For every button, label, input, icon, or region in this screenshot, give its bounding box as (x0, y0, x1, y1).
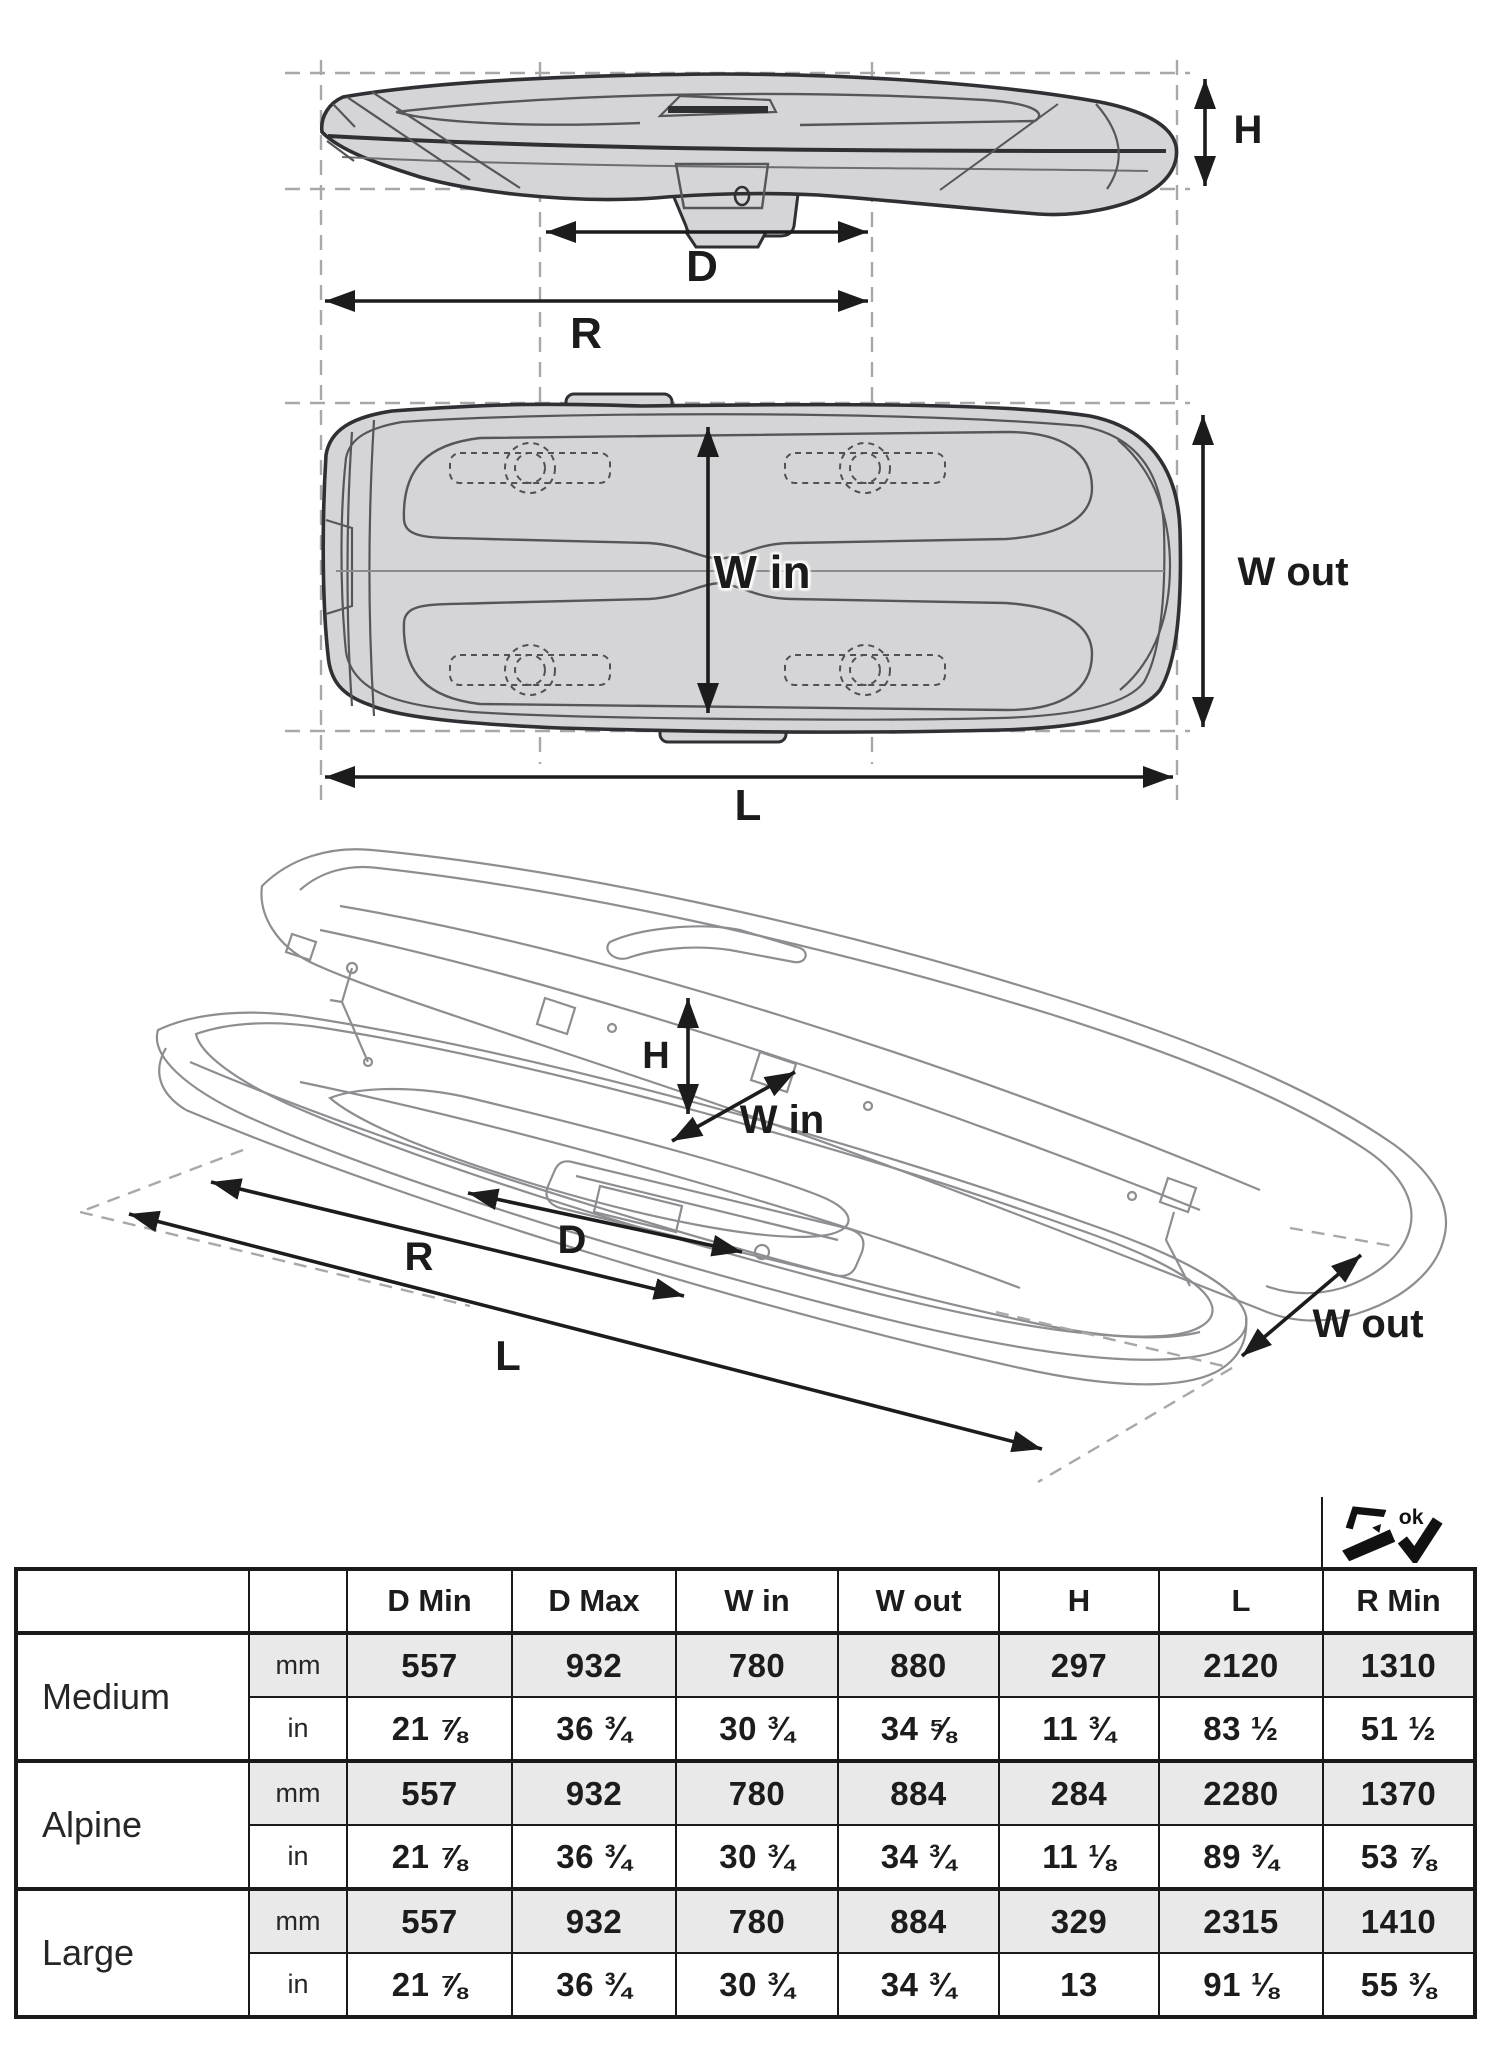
roofbox-side-view (319, 72, 1179, 249)
top-w-out-label: W out (1237, 550, 1349, 594)
table-cell: 89 ¾ (1158, 1824, 1324, 1890)
iso-l-label: L (495, 1332, 521, 1379)
table-cell: 91 ⅛ (1158, 1952, 1324, 2018)
table-cell: 329 (998, 1887, 1160, 1954)
col-header-r-min: R Min (1322, 1568, 1476, 1635)
col-header-w-in: W in (675, 1568, 839, 1635)
alpine-in-row: in 21 ⅞ 36 ¾ 30 ¾ 34 ¾ 11 ⅛ 89 ¾ 53 ⅞ (16, 1824, 1476, 1890)
table-cell: 880 (837, 1632, 1000, 1698)
table-cell: 2120 (1158, 1632, 1324, 1698)
unit-cell: in (248, 1824, 348, 1890)
table-cell: 557 (346, 1887, 513, 1954)
table-cell: 11 ⅛ (998, 1824, 1160, 1890)
col-header-h: H (998, 1568, 1160, 1635)
unit-cell: in (248, 1696, 348, 1762)
table-cell: 34 ⅝ (837, 1696, 1000, 1762)
size-name-large: Large (15, 1887, 250, 2018)
table-cell: 780 (675, 1887, 839, 1954)
table-cell: 34 ¾ (837, 1824, 1000, 1890)
unit-cell: mm (248, 1887, 348, 1954)
alpine-mm-row: Alpine mm 557 932 780 884 284 2280 1370 (15, 1759, 1476, 1890)
top-l-label: L (734, 781, 762, 830)
table-cell: 2315 (1158, 1887, 1324, 1954)
side-d-label: D (686, 242, 718, 291)
medium-in-row: in 21 ⅞ 36 ¾ 30 ¾ 34 ⅝ 11 ¾ 83 ½ 51 ½ (16, 1696, 1476, 1762)
iso-w-out-label: W out (1312, 1302, 1424, 1346)
table-cell: 30 ¾ (675, 1952, 839, 2018)
ok-label: ok (1399, 1505, 1424, 1529)
table-cell: 83 ½ (1158, 1696, 1324, 1762)
table-cell: 30 ¾ (675, 1824, 839, 1890)
table-cell: 1410 (1322, 1887, 1476, 1954)
iso-r-label: R (404, 1235, 434, 1279)
medium-mm-row: Medium mm 557 932 780 880 297 2120 1310 (15, 1632, 1476, 1762)
table-cell: 51 ½ (1322, 1696, 1476, 1762)
size-name-alpine: Alpine (15, 1759, 250, 1890)
size-name-medium: Medium (15, 1632, 250, 1762)
unit-cell: in (248, 1952, 348, 2018)
table-cell: 932 (511, 1632, 677, 1698)
table-cell: 1310 (1322, 1632, 1476, 1698)
table-cell: 53 ⅞ (1322, 1824, 1476, 1890)
table-cell: 36 ¾ (511, 1952, 677, 2018)
table-cell: 780 (675, 1759, 839, 1826)
roofbox-fit-ok-icon: ok (1342, 1505, 1443, 1563)
iso-length-arrow (128, 1210, 1043, 1453)
iso-d-label: D (557, 1218, 587, 1262)
table-cell: 55 ⅜ (1322, 1952, 1476, 2018)
side-h-label: H (1233, 108, 1263, 152)
iso-r-arrow (210, 1178, 685, 1300)
dimensions-table: D Min D Max W in W out H L R Min Medium … (14, 1567, 1477, 2019)
table-cell: 21 ⅞ (346, 1952, 513, 2018)
table-cell: 11 ¾ (998, 1696, 1160, 1762)
table-unit-header-cell (248, 1568, 348, 1635)
table-cell: 21 ⅞ (346, 1696, 513, 1762)
table-cell: 1370 (1322, 1759, 1476, 1826)
iso-w-in-arrow (671, 1070, 796, 1143)
table-cell: 36 ¾ (511, 1696, 677, 1762)
table-cell: 884 (837, 1887, 1000, 1954)
iso-h-label: H (642, 1035, 670, 1077)
table-cell: 932 (511, 1759, 677, 1826)
table-header-row: D Min D Max W in W out H L R Min (15, 1568, 1476, 1635)
col-header-l: L (1158, 1568, 1324, 1635)
table-cell: 13 (998, 1952, 1160, 2018)
table-cell: 36 ¾ (511, 1824, 677, 1890)
unit-cell: mm (248, 1759, 348, 1826)
top-w-in-label: W in (713, 546, 811, 598)
table-cell: 557 (346, 1759, 513, 1826)
table-cell: 21 ⅞ (346, 1824, 513, 1890)
table-cell: 284 (998, 1759, 1160, 1826)
table-cell: 34 ¾ (837, 1952, 1000, 2018)
unit-cell: mm (248, 1632, 348, 1698)
table-cell: 2280 (1158, 1759, 1324, 1826)
table-cell: 932 (511, 1887, 677, 1954)
iso-w-out-arrow (1240, 1253, 1363, 1358)
table-cell: 30 ¾ (675, 1696, 839, 1762)
table-cell: 884 (837, 1759, 1000, 1826)
roofbox-top-view (321, 392, 1183, 744)
large-mm-row: Large mm 557 932 780 884 329 2315 1410 (15, 1887, 1476, 2018)
table-corner-cell (15, 1568, 250, 1635)
col-header-d-max: D Max (511, 1568, 677, 1635)
side-r-label: R (570, 309, 602, 358)
table-cell: 557 (346, 1632, 513, 1698)
table-cell: 780 (675, 1632, 839, 1698)
table-cell: 297 (998, 1632, 1160, 1698)
iso-w-in-label: W in (739, 1098, 825, 1142)
col-header-w-out: W out (837, 1568, 1000, 1635)
rooffit-badge: ok (1321, 1497, 1475, 1567)
col-header-d-min: D Min (346, 1568, 513, 1635)
large-in-row: in 21 ⅞ 36 ¾ 30 ¾ 34 ¾ 13 91 ⅛ 55 ⅜ (16, 1952, 1476, 2018)
